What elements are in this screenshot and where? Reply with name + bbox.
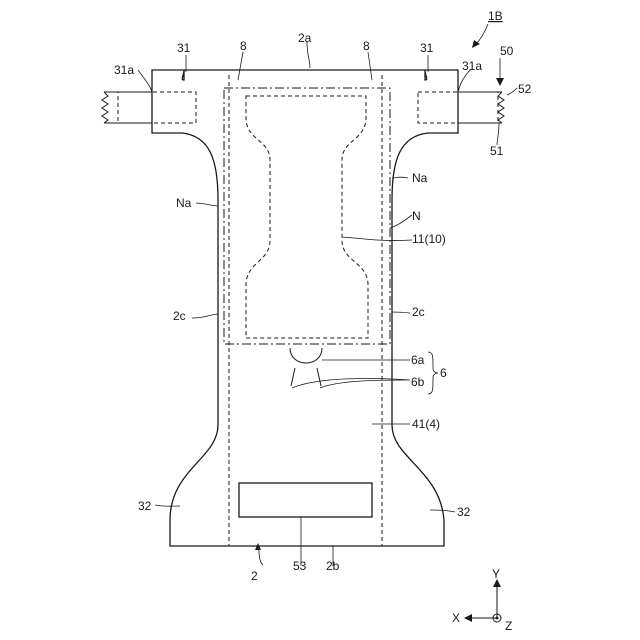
label-2b: 2b: [326, 559, 340, 573]
label-8-left: 8: [240, 39, 247, 53]
label-2a: 2a: [298, 31, 312, 45]
label-2c-right: 2c: [412, 305, 425, 319]
axis-z-dot: [496, 617, 499, 620]
label-n: N: [412, 209, 421, 223]
label-na-left: Na: [176, 196, 192, 210]
absorbent-core: [246, 96, 368, 338]
label-32-right: 32: [457, 505, 471, 519]
label-52: 52: [518, 82, 532, 96]
right-tape-zigzag: [498, 92, 504, 123]
element-6b-left: [291, 368, 295, 386]
label-6: 6: [440, 366, 447, 380]
label-na-right: Na: [412, 171, 428, 185]
label-8-right: 8: [363, 39, 370, 53]
label-50: 50: [500, 44, 514, 58]
label-53: 53: [293, 559, 307, 573]
leaders: [138, 42, 517, 566]
label-6b: 6b: [411, 375, 425, 389]
label-31-right: 31: [420, 41, 434, 55]
label-32-left: 32: [138, 499, 152, 513]
bracket-6: [428, 352, 438, 394]
label-6a: 6a: [411, 353, 425, 367]
left-tape-edge: [104, 92, 152, 123]
label-41-4: 41(4): [412, 417, 440, 431]
arrow-50: [496, 78, 504, 86]
left-tape-dashed: [118, 92, 196, 123]
label-axis-x: X: [452, 611, 460, 625]
label-2: 2: [251, 569, 258, 583]
label-11-10: 11(10): [412, 232, 446, 246]
label-2c-left: 2c: [173, 309, 186, 323]
element-6b-right: [317, 368, 321, 386]
label-51: 51: [490, 144, 504, 158]
left-tape-zigzag: [102, 92, 108, 123]
right-tape-edge: [458, 92, 502, 123]
label-31a-right: 31a: [462, 59, 482, 73]
label-31-left: 31: [177, 41, 191, 55]
element-6a: [290, 348, 322, 363]
label-1b: 1B: [488, 9, 503, 23]
label-axis-y: Y: [492, 567, 500, 581]
element-53: [239, 483, 372, 517]
axis-x-arrow: [464, 614, 472, 622]
label-31a-left: 31a: [114, 63, 134, 77]
arrow-1b: [476, 24, 488, 44]
label-axis-z: Z: [505, 619, 512, 633]
